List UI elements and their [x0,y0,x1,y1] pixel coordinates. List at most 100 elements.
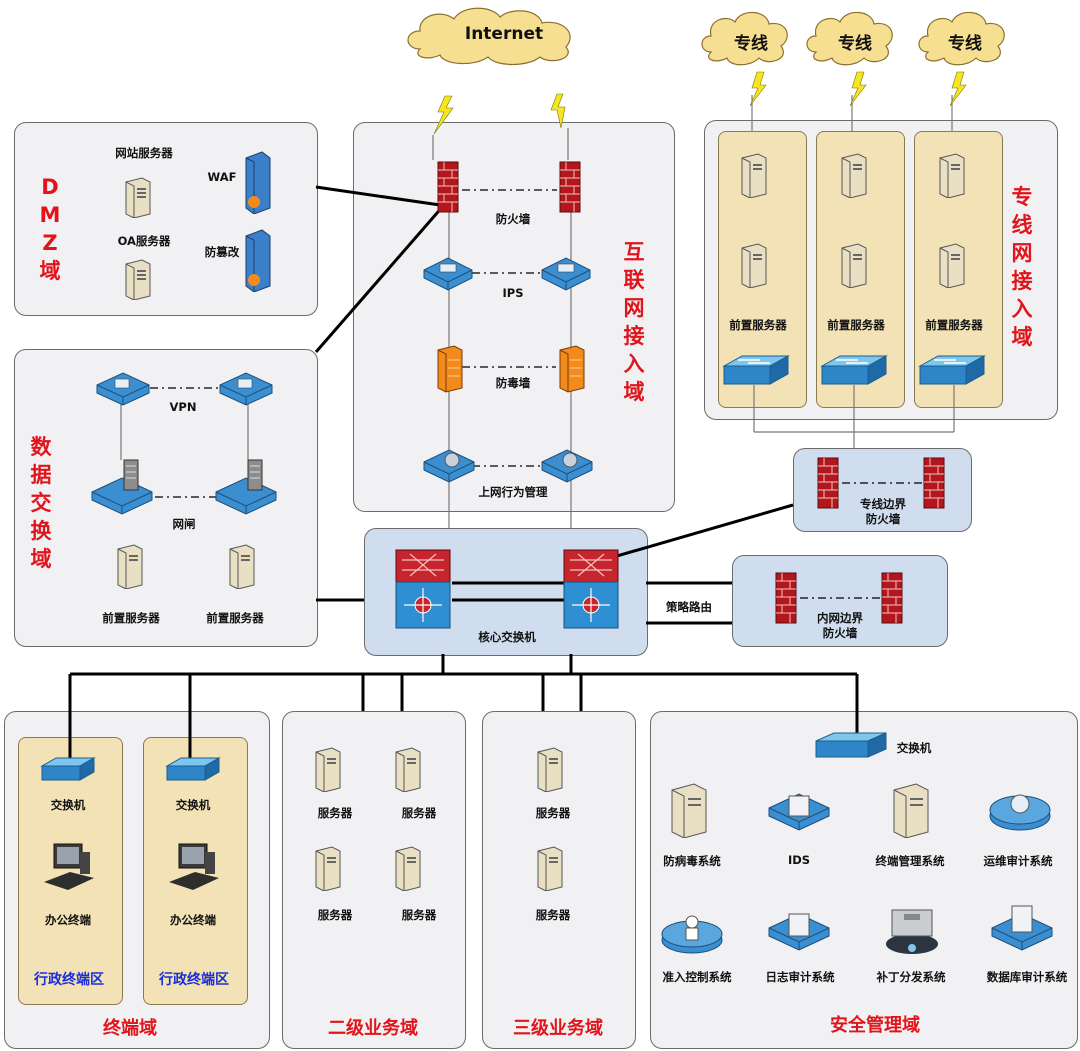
front-server-label: 前置服务器 [102,611,160,625]
server-label: 服务器 [535,806,571,820]
policy-route-label: 策略路由 [666,600,712,614]
server-icon [741,153,767,198]
ops-audit-icon [989,794,1051,831]
leased-boundary-fw-label: 专线边界防火墙 [860,497,906,526]
firewall-icon [559,161,581,213]
switch-icon [40,757,96,781]
security-zone [650,711,1078,1049]
log-audit-icon [768,913,830,951]
anti-tamper-appliance-icon [245,229,271,292]
vpn-label: VPN [169,400,197,414]
office-pc-icon [169,843,219,890]
server-icon [841,153,867,198]
antivirus-wall-icon [559,345,585,393]
data-exchange-title: 数据交换域 [30,435,52,571]
server-icon [315,747,341,792]
leased-cloud-icon [918,11,1005,66]
gap-device-icon [91,459,153,515]
ips-icon [423,257,473,291]
leased-line-label: 专线 [734,34,768,54]
front-server-label: 前置服务器 [827,318,885,332]
level2-zone-title: 二级业务域 [328,1018,418,1039]
internet-label: Internet [464,24,544,44]
db-audit-icon [991,905,1053,951]
db-audit-label: 数据库审计系统 [986,970,1068,984]
switch-icon [820,355,888,385]
server-icon [315,846,341,891]
switch-label: 交换机 [175,798,211,812]
front-server-label: 前置服务器 [925,318,983,332]
office-terminal-label: 办公终端 [170,913,216,927]
oa-server-label: OA服务器 [117,234,171,248]
internet-access-title: 互联网接入域 [623,240,645,404]
server-icon [117,544,143,589]
server-icon [395,846,421,891]
leased-line-title: 专线网接入域 [1011,185,1033,349]
patch-distribution-label: 补丁分发系统 [876,970,946,984]
server-icon [125,259,151,300]
gap-device-icon [215,459,277,515]
intranet-boundary-fw-label: 内网边界防火墙 [817,611,863,640]
switch-label: 交换机 [896,741,932,755]
nac-label: 准入控制系统 [662,970,732,984]
server-label: 服务器 [401,908,437,922]
ssl-vpn-icon [219,372,273,406]
server-icon [125,177,151,218]
server-icon [841,243,867,288]
internet-cloud-icon [407,7,571,66]
gap-label: 网闸 [172,517,196,531]
server-icon [537,747,563,792]
level2-zone [282,711,466,1049]
switch-icon [918,355,986,385]
admin-zone-label: 行政终端区 [159,972,229,988]
ips-label: IPS [502,286,524,300]
behavior-mgmt-label: 上网行为管理 [478,485,548,499]
leased-cloud-icon [806,11,893,66]
intranet-boundary-fw-zone [732,555,948,647]
server-icon [395,747,421,792]
antivirus-wall-label: 防毒墙 [495,376,531,390]
switch-label: 交换机 [50,798,86,812]
office-terminal-label: 办公终端 [45,913,91,927]
anti-tamper-label: 防篡改 [204,245,240,259]
leased-line-label: 专线 [948,34,982,54]
log-audit-label: 日志审计系统 [765,970,835,984]
server-icon [537,846,563,891]
server-icon [741,243,767,288]
terminal-mgmt-server-icon [893,783,929,838]
level3-zone-title: 三级业务域 [513,1018,603,1039]
core-switch-icon [563,549,619,629]
firewall-icon [775,572,797,624]
firewall-label: 防火墙 [495,212,531,226]
server-label: 服务器 [401,806,437,820]
firewall-icon [817,457,839,509]
antivirus-system-label: 防病毒系统 [663,854,721,868]
server-label: 服务器 [535,908,571,922]
waf-label: WAF [207,170,237,184]
antivirus-wall-icon [437,345,463,393]
ips-icon [541,257,591,291]
patch-distribution-icon [886,909,938,954]
admin-panel-1 [18,737,123,1005]
switch-icon [165,757,221,781]
firewall-icon [437,161,459,213]
terminal-zone-title: 终端域 [103,1018,157,1039]
firewall-icon [923,457,945,509]
antivirus-server-icon [671,783,707,838]
server-label: 服务器 [317,806,353,820]
switch-icon [722,355,790,385]
core-switch-label: 核心交换机 [478,630,536,644]
admin-panel-2 [143,737,248,1005]
ops-audit-label: 运维审计系统 [983,854,1053,868]
admin-zone-label: 行政终端区 [34,972,104,988]
switch-icon [815,732,887,758]
ssl-vpn-icon [96,372,150,406]
netlog-icon [423,449,475,483]
office-pc-icon [44,843,94,890]
leased-cloud-icon [701,11,788,66]
server-icon [939,243,965,288]
ids-label: IDS [787,853,811,867]
security-zone-title: 安全管理域 [830,1015,920,1036]
nac-icon [661,915,723,954]
